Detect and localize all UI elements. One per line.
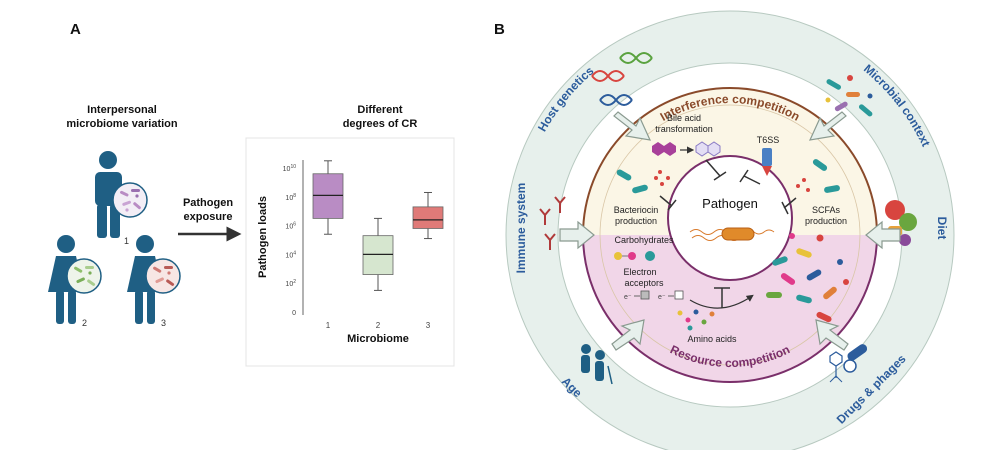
t6ss-needle-icon	[762, 148, 772, 176]
boxplot-chart: 1010 108 106 104 102 0 1 2 3 Pathogen loads Mic…	[257, 160, 444, 345]
electron-acceptors-label-1: Electron	[623, 267, 656, 277]
bacteriocin-bacteria-icon	[616, 169, 670, 194]
electron-symbol-1: e⁻	[624, 294, 632, 301]
pathogen-label: Pathogen	[702, 196, 758, 211]
panel-a-label: A	[70, 21, 81, 38]
arrow-host-genetics	[613, 111, 652, 141]
chart-frame	[245, 137, 455, 367]
arrow-microbial-context	[808, 111, 847, 141]
microbiome-3-icon	[145, 258, 181, 294]
box-1	[312, 160, 344, 235]
bacteriocin-label-1: Bacteriocin	[614, 205, 659, 215]
bacteriocin-label-2: production	[615, 216, 657, 226]
y-tick-label: 108	[285, 193, 296, 202]
person-2-number: 2	[82, 318, 87, 328]
scfa-inhibition	[781, 197, 797, 215]
amino-acids-label: Amino acids	[687, 334, 737, 344]
arrow-drugs-phages	[815, 319, 849, 351]
t6ss-label: T6SS	[757, 135, 780, 145]
y-tick-label: 0	[292, 310, 296, 317]
x-axis-label: Microbiome	[347, 333, 409, 345]
y-tick-label: 1010	[283, 164, 297, 173]
x-tick-group: 1 2 3	[326, 321, 431, 330]
electron-symbol-2: e⁻	[658, 294, 666, 301]
electron-transfer-icon: e⁻ e⁻	[624, 290, 684, 301]
y-tick-group: 1010 108 106 104 102 0	[283, 164, 297, 317]
x-tick-label: 2	[376, 321, 381, 330]
resource-flow-arrow	[689, 294, 754, 309]
interference-inner-line	[599, 104, 861, 366]
box-body	[412, 206, 444, 229]
x-tick-label: 1	[326, 321, 331, 330]
t6ss-inhibition	[739, 169, 761, 185]
bile-acid-label-2: transformation	[655, 124, 713, 134]
box-2	[362, 217, 394, 291]
bile-acid-inhibition	[705, 159, 727, 181]
variation-title-line2: microbiome variation	[66, 118, 178, 130]
resource-half	[583, 235, 877, 382]
box-group	[312, 160, 444, 291]
box-3	[412, 191, 444, 240]
resource-border	[582, 234, 878, 383]
scfa-label-1: SCFAs	[812, 205, 841, 215]
box-body	[362, 235, 394, 275]
cr-title-line1: Different	[357, 104, 403, 116]
microbiome-2-icon	[66, 258, 102, 294]
dna-icon	[591, 52, 653, 106]
elderly-people-icon	[581, 344, 613, 385]
microbiome-1-icon	[112, 182, 148, 218]
x-tick-label: 3	[426, 321, 431, 330]
arrow-age	[611, 319, 645, 351]
amino-acid-dots-icon	[677, 309, 715, 331]
bacteriocin-inhibition	[659, 195, 677, 211]
panel-b: B Pathogen Interference competition Reso…	[494, 10, 955, 450]
pathogen-bacterium-icon	[689, 227, 775, 241]
y-axis-label: Pathogen loads	[257, 196, 269, 278]
scfa-bacteria-icon	[796, 159, 840, 193]
resource-inhibition	[714, 287, 730, 308]
microbes-icon	[825, 75, 873, 117]
y-tick-label: 104	[285, 250, 296, 259]
panel-a: A Interpersonal microbiome variation 1	[48, 21, 455, 367]
carbohydrate-molecules-icon	[614, 251, 655, 261]
scfa-label-2: production	[805, 216, 847, 226]
antibody-icon	[539, 196, 566, 250]
exposure-label-line1: Pathogen	[183, 197, 233, 209]
factor-immune-system: Immune system	[514, 183, 528, 274]
factor-diet: Diet	[935, 217, 949, 240]
y-tick-label: 106	[285, 222, 296, 231]
variation-title-line1: Interpersonal	[87, 104, 157, 116]
bile-acid-label-1: Bile acid	[667, 113, 701, 123]
pill-phage-icon	[829, 344, 868, 383]
cr-title-line2: degrees of CR	[343, 118, 418, 130]
panel-b-label: B	[494, 21, 505, 38]
y-tick-label: 102	[285, 279, 296, 288]
exposure-label-line2: exposure	[184, 211, 233, 223]
box-body	[312, 173, 344, 219]
commensal-bacteria-cluster-icon	[766, 233, 849, 323]
arrow-immune-system	[559, 220, 595, 250]
arrow-diet	[865, 220, 901, 250]
person-3-number: 3	[161, 318, 166, 328]
bile-acid-molecule-icon	[652, 141, 721, 157]
electron-acceptors-label-2: acceptors	[624, 278, 664, 288]
inward-arrows	[559, 111, 901, 351]
interference-border	[582, 87, 878, 236]
carbohydrates-label: Carbohydrates	[614, 235, 674, 245]
pathogen-center-circle	[667, 155, 793, 281]
person-1-number: 1	[124, 236, 129, 246]
